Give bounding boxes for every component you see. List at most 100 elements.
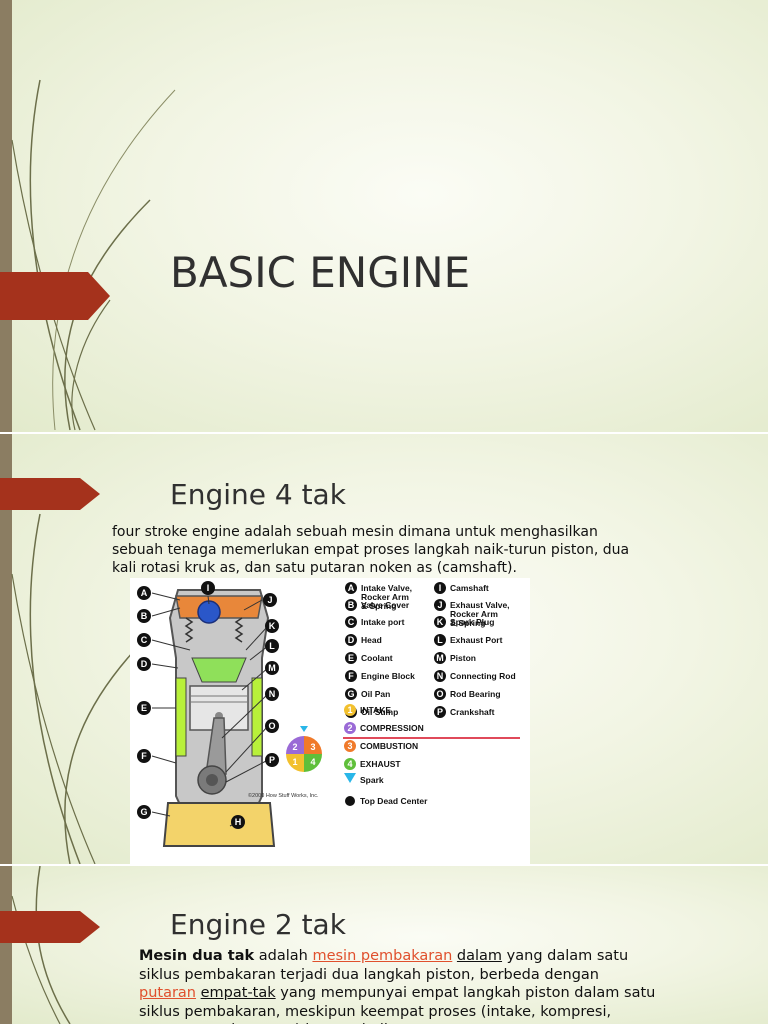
slide-engine-4-tak: Engine 4 tak four stroke engine adalah s… — [0, 434, 768, 864]
callout-a: A — [137, 586, 151, 600]
svg-text:K: K — [437, 617, 444, 627]
svg-text:M: M — [436, 653, 444, 663]
callout-h: H — [231, 815, 245, 829]
svg-text:J: J — [437, 600, 442, 610]
svg-text:Spark Plug: Spark Plug — [450, 617, 494, 627]
stroke-cycle-wheel: 2 3 1 4 — [286, 726, 322, 772]
svg-text:Oil Pan: Oil Pan — [361, 689, 390, 699]
svg-text:COMBUSTION: COMBUSTION — [360, 741, 418, 751]
svg-text:1: 1 — [347, 705, 352, 715]
svg-text:Coolant: Coolant — [361, 653, 393, 663]
svg-text:Connecting Rod: Connecting Rod — [450, 671, 516, 681]
description-paragraph: Mesin dua tak adalah mesin pembakaran da… — [139, 948, 656, 1024]
svg-text:J: J — [267, 595, 272, 605]
callout-i: I — [201, 581, 215, 595]
callout-n: N — [265, 687, 279, 701]
copyright-text: ©2000 How Stuff Works, Inc. — [248, 792, 319, 799]
link-empat-tak[interactable]: empat-tak — [200, 985, 276, 1001]
svg-text:M: M — [268, 663, 276, 673]
decorative-curves — [11, 79, 176, 431]
slide-basic-engine: BASIC ENGINE — [0, 0, 768, 432]
callout-g: G — [137, 805, 151, 819]
legend-item-g: G Oil Pan — [345, 688, 390, 700]
top-dead-center-legend: Top Dead Center — [345, 796, 428, 806]
accent-arrow — [0, 911, 100, 943]
svg-text:A: A — [348, 583, 355, 593]
svg-text:Crankshaft: Crankshaft — [450, 707, 495, 717]
description-paragraph: four stroke engine adalah sebuah mesin d… — [112, 524, 630, 576]
svg-text:INTAKE: INTAKE — [360, 705, 391, 715]
svg-text:2: 2 — [347, 723, 352, 733]
link-mesin-pembakaran[interactable]: mesin pembakaran — [312, 948, 453, 964]
callout-m: M — [265, 661, 279, 675]
svg-text:Camshaft: Camshaft — [450, 583, 489, 593]
callout-o: O — [265, 719, 279, 733]
svg-text:Exhaust Valve,Rocker Arm& Spri: Exhaust Valve,Rocker Arm& Spring — [450, 600, 510, 628]
svg-text:N: N — [437, 671, 444, 681]
callout-p: P — [265, 753, 279, 767]
svg-text:4: 4 — [310, 757, 315, 767]
legend-item-d: D Head — [345, 634, 382, 646]
svg-text:2: 2 — [292, 742, 297, 752]
svg-text:Rod Bearing: Rod Bearing — [450, 689, 501, 699]
svg-text:E: E — [348, 653, 354, 663]
link-dalam[interactable]: dalam — [456, 948, 503, 964]
svg-text:K: K — [269, 621, 276, 631]
svg-text:Intake Valve,Rocker Arm& Sprin: Intake Valve,Rocker Arm& Spring — [361, 583, 412, 611]
svg-text:O: O — [268, 721, 275, 731]
slide-engine-2-tak: Engine 2 tak Mesin dua tak adalah mesin … — [0, 866, 768, 1024]
svg-text:G: G — [140, 807, 147, 817]
svg-text:Intake port: Intake port — [361, 617, 405, 627]
callout-k: K — [265, 619, 279, 633]
svg-text:Spark: Spark — [360, 775, 384, 785]
svg-text:G: G — [347, 689, 354, 699]
svg-text:Head: Head — [361, 635, 382, 645]
engine-illustration — [162, 589, 276, 847]
legend-item-n: N Connecting Rod — [434, 670, 516, 682]
svg-text:Exhaust Port: Exhaust Port — [450, 635, 503, 645]
legend-item-a: A Intake Valve,Rocker Arm& Spring — [345, 582, 412, 611]
svg-text:N: N — [269, 689, 276, 699]
callout-l: L — [265, 639, 279, 653]
svg-text:E: E — [141, 703, 147, 713]
svg-text:Valve Cover: Valve Cover — [361, 600, 410, 610]
spark-legend: Spark — [344, 773, 384, 785]
stroke-legend-combustion: 3 COMBUSTION — [344, 740, 418, 752]
callout-f: F — [137, 749, 151, 763]
svg-text:F: F — [348, 671, 354, 681]
svg-text:F: F — [141, 751, 147, 761]
callout-b: B — [137, 609, 151, 623]
svg-text:L: L — [269, 641, 275, 651]
svg-text:D: D — [348, 635, 355, 645]
callout-e: E — [137, 701, 151, 715]
accent-arrow — [0, 478, 100, 510]
link-putaran[interactable]: putaran — [139, 985, 197, 1001]
svg-text:D: D — [141, 659, 148, 669]
section-title: Engine 4 tak — [170, 478, 346, 511]
svg-text:P: P — [437, 707, 443, 717]
svg-text:H: H — [235, 817, 242, 827]
page-title: BASIC ENGINE — [170, 248, 471, 297]
callout-j: J — [263, 593, 277, 607]
svg-text:C: C — [141, 635, 148, 645]
svg-text:3: 3 — [347, 741, 352, 751]
svg-text:I: I — [207, 583, 210, 593]
legend-item-k: K Spark Plug — [434, 616, 494, 628]
svg-text:EXHAUST: EXHAUST — [360, 759, 401, 769]
callout-d: D — [137, 657, 151, 671]
stroke-legend-intake: 1 INTAKE — [344, 704, 391, 716]
section-title: Engine 2 tak — [170, 908, 346, 941]
svg-text:B: B — [141, 611, 148, 621]
svg-text:3: 3 — [310, 742, 315, 752]
term-bold: Mesin dua tak — [139, 948, 255, 964]
accent-arrow — [0, 272, 110, 320]
legend-item-j: J Exhaust Valve,Rocker Arm& Spring — [434, 599, 510, 628]
